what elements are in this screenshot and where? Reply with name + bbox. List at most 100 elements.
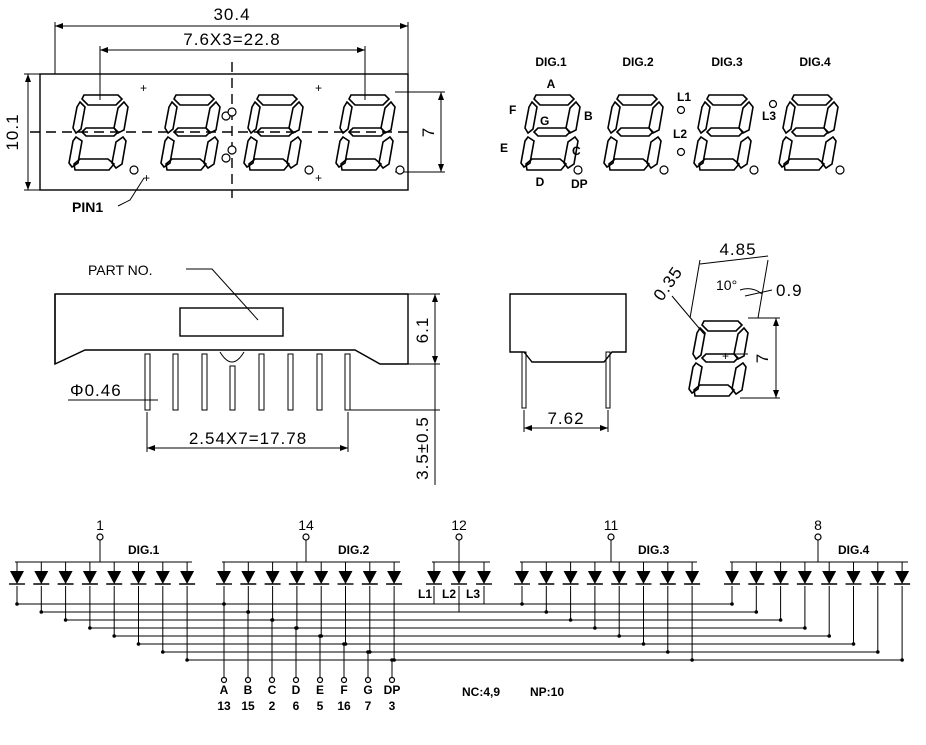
schematic-dig1: DIG.1 xyxy=(128,543,160,557)
svg-text:+: + xyxy=(143,171,150,185)
segment-pin-number: 13 xyxy=(217,699,231,713)
seg-label-c: C xyxy=(572,144,581,158)
colon-diode xyxy=(476,571,492,585)
overall-width-dim: 30.4 xyxy=(213,5,250,24)
colon-diode xyxy=(426,571,442,585)
segment-pin-name: A xyxy=(220,683,229,697)
digit-detail: 4.85 0.35 10° 0.9 7 + xyxy=(650,240,803,399)
detail-seg-width-dim: 0.35 xyxy=(650,263,687,304)
led-diode xyxy=(106,571,123,585)
seg-label-dp: DP xyxy=(571,177,588,191)
svg-text:+: + xyxy=(315,81,322,95)
segment-pin-name: G xyxy=(363,683,372,697)
segment-pin-name: D xyxy=(292,683,301,697)
side-pins xyxy=(144,351,351,411)
pin-span-dim: 2.54X7=17.78 xyxy=(189,429,307,448)
schematic-colon-l1: L1 xyxy=(418,587,432,601)
segment-pin-number: 6 xyxy=(293,699,300,713)
led-diode xyxy=(386,571,403,585)
body-height-dim: 6.1 xyxy=(413,317,432,344)
front-digit-4 xyxy=(335,94,396,171)
led-diode xyxy=(288,571,305,585)
led-diode xyxy=(845,571,862,585)
schematic-pin-8: 8 xyxy=(814,517,822,533)
led-diode xyxy=(57,571,74,585)
colon-label-l3: L3 xyxy=(762,109,776,123)
seg-label-g: G xyxy=(540,114,549,128)
colon-label-l2: L2 xyxy=(673,127,687,141)
led-diode xyxy=(81,571,98,585)
front-view: 30.4 7.6X3=22.8 10.1 7 xyxy=(3,5,445,215)
segment-pin-number: 16 xyxy=(337,699,351,713)
part-no-window xyxy=(179,307,284,337)
led-diode xyxy=(635,571,652,585)
led-diode xyxy=(821,571,838,585)
segment-pin-name: B xyxy=(244,683,253,697)
led-diode xyxy=(562,571,579,585)
led-diode xyxy=(33,571,50,585)
height-dim: 10.1 xyxy=(3,113,22,150)
colon-label-l1: L1 xyxy=(677,90,691,104)
svg-text:+: + xyxy=(140,81,147,95)
led-diode xyxy=(154,571,171,585)
detail-angle-dim: 10° xyxy=(716,277,737,293)
detail-gap-dim: 0.9 xyxy=(776,281,803,300)
seg-label-b: B xyxy=(584,109,593,123)
segment-pin-name: DP xyxy=(384,683,401,697)
seg-label-d: D xyxy=(536,175,545,189)
led-diode xyxy=(264,571,281,585)
led-diode xyxy=(216,571,232,585)
pin1-label: PIN1 xyxy=(72,199,103,215)
led-diode xyxy=(514,571,530,585)
side-body xyxy=(54,293,409,366)
schematic-pin-12: 12 xyxy=(451,517,467,533)
led-diode xyxy=(9,571,25,585)
schematic-colon-l2: L2 xyxy=(442,587,456,601)
led-diode xyxy=(659,571,676,585)
segment-pin-number: 15 xyxy=(241,699,255,713)
digit-height-dim: 7 xyxy=(419,127,438,137)
segmap-dig1: DIG.1 xyxy=(535,55,567,69)
led-diode xyxy=(179,571,196,585)
led-diode xyxy=(586,571,603,585)
segmap-dig3: DIG.3 xyxy=(711,55,743,69)
schematic-diodes xyxy=(9,562,911,585)
np-note: NP:10 xyxy=(530,685,564,699)
schematic-dig4: DIG.4 xyxy=(838,543,870,557)
pitch-dim: 7.6X3=22.8 xyxy=(183,30,280,49)
detail-digit xyxy=(688,320,749,397)
segment-pin-number: 7 xyxy=(365,699,372,713)
detail-width-dim: 4.85 xyxy=(719,240,756,259)
pin-diameter-dim: Φ0.46 xyxy=(70,381,122,400)
segment-pin-name: E xyxy=(316,683,324,697)
segmap-digit-2 xyxy=(603,94,664,171)
led-diode xyxy=(772,571,789,585)
segmap-dig2: DIG.2 xyxy=(622,55,654,69)
led-diode xyxy=(796,571,813,585)
end-body xyxy=(509,293,627,363)
schematic-colon-l3: L3 xyxy=(466,587,480,601)
segment-pin-number: 2 xyxy=(269,699,276,713)
part-no-label: PART NO. xyxy=(88,262,153,278)
pin-length-dim: 3.5±0.5 xyxy=(413,416,432,480)
end-view: 7.62 xyxy=(509,293,627,432)
schematic: 1 DIG.1 14 DIG.2 12 11 DIG.3 8 DIG.4 L1 … xyxy=(9,517,911,713)
schematic-dig3: DIG.3 xyxy=(638,543,670,557)
nc-note: NC:4,9 xyxy=(462,685,500,699)
led-diode xyxy=(337,571,354,585)
schematic-pin-14: 14 xyxy=(298,517,314,533)
seg-label-f: F xyxy=(509,103,516,117)
schematic-segment-wires xyxy=(15,586,904,684)
detail-height-dim: 7 xyxy=(753,353,772,363)
row-spacing-dim: 7.62 xyxy=(547,409,584,428)
led-diode xyxy=(724,571,740,585)
segment-pin-number: 5 xyxy=(317,699,324,713)
segmap-digit-3 xyxy=(693,94,754,171)
schematic-pin-11: 11 xyxy=(604,517,619,533)
segmap-digit-1 xyxy=(520,94,581,171)
led-diode xyxy=(869,571,886,585)
led-diode xyxy=(313,571,330,585)
led-diode xyxy=(130,571,147,585)
